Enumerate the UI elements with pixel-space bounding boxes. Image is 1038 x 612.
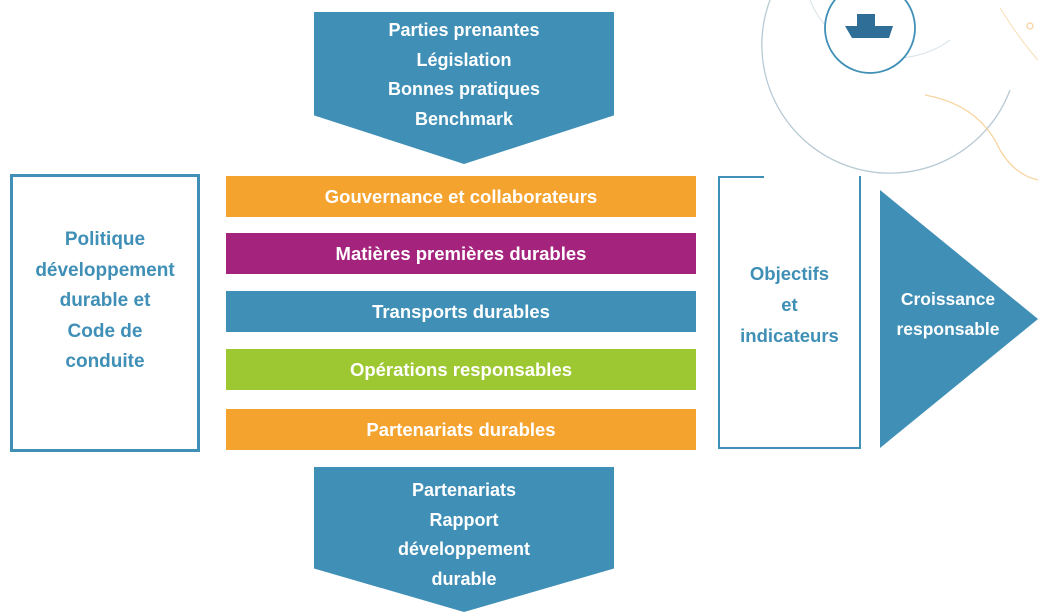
pillar-partnerships: Partenariats durables: [226, 409, 696, 450]
objectives-box-top-edge: [718, 176, 764, 178]
ship-icon: [824, 0, 916, 74]
bottom-output-line: Rapport: [429, 509, 499, 530]
growth-line: Croissance: [900, 289, 996, 309]
pillar-raw-materials: Matières premières durables: [226, 233, 696, 274]
policy-box-text: Politique développement durable et Code …: [10, 225, 200, 378]
growth-line: responsable: [896, 319, 1000, 339]
pillar-governance: Gouvernance et collaborateurs: [226, 176, 696, 217]
objectives-line: indicateurs: [740, 325, 839, 346]
top-inputs-text: Parties prenantes Législation Bonnes pra…: [314, 16, 614, 134]
pillar-transport: Transports durables: [226, 291, 696, 332]
pillar-operations: Opérations responsables: [226, 349, 696, 390]
top-input-line: Parties prenantes: [388, 20, 540, 40]
policy-line: développement: [35, 259, 175, 281]
policy-line: conduite: [65, 351, 145, 372]
policy-line: durable et: [59, 290, 151, 311]
top-input-line: Bonnes pratiques: [387, 79, 541, 99]
objectives-text: Objectifs et indicateurs: [718, 258, 861, 351]
bottom-output-line: durable: [431, 568, 497, 589]
bottom-output-line: développement: [397, 539, 531, 559]
top-input-line: Benchmark: [414, 108, 514, 129]
bottom-outputs-text: Partenariats Rapport développement durab…: [314, 476, 614, 594]
bottom-output-line: Partenariats: [411, 480, 517, 500]
objectives-line: Objectifs: [749, 263, 830, 284]
objectives-line: et: [781, 294, 798, 315]
policy-line: Code de: [67, 320, 143, 342]
objectives-box: [718, 176, 861, 449]
top-input-line: Législation: [416, 49, 512, 70]
growth-arrow-text: Croissance responsable: [880, 284, 1016, 344]
policy-line: Politique: [64, 229, 146, 250]
policy-box: [10, 174, 200, 452]
